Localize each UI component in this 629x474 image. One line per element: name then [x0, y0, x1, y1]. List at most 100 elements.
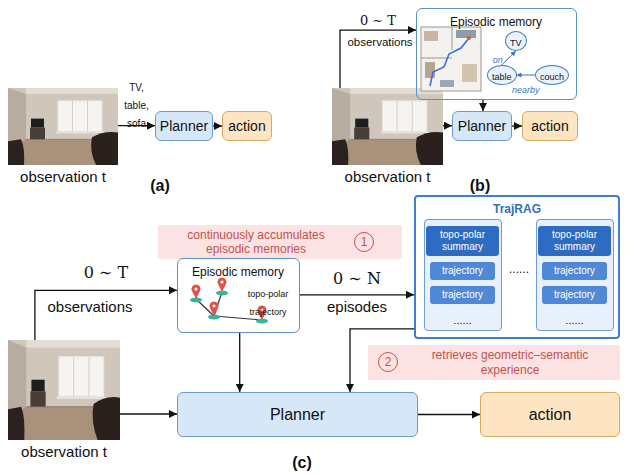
memory-panel: Episodic memory topo-polar trajectory [177, 258, 300, 333]
box-label: topo-polar summary [538, 229, 611, 253]
edge-label-holder: nearby [512, 79, 540, 97]
photo-caption: observation t [8, 443, 120, 461]
edge-label: 0 ∼ T [360, 13, 396, 28]
trajectory-box: trajectory [430, 286, 495, 304]
box-label: action [529, 405, 572, 424]
callout-number: 2 [385, 355, 392, 369]
label-holder: (a) [150, 177, 170, 195]
caption-text: observation t [345, 168, 431, 185]
memory-panel: Episodic memoryTV table couch [416, 8, 577, 100]
episode-column: ...... topo-polar summary trajectory trajec… [424, 219, 502, 331]
connector-arrow [502, 51, 516, 65]
callout-circle: 1 [354, 232, 374, 252]
box-label: trajectory [442, 289, 483, 301]
graph-node-label: couch [540, 72, 564, 82]
edge-label-holder: 0 ∼ T [84, 264, 128, 283]
edge-label: nearby [512, 85, 540, 95]
observation-photo: observation t [8, 340, 120, 440]
graph-node-label: TV [510, 38, 522, 48]
episode-column: ...... topo-polar summary trajectory trajec… [536, 219, 614, 331]
panel-tag: (b) [470, 177, 490, 194]
photo-caption: observation t [8, 168, 118, 186]
box-label: action [228, 118, 265, 135]
graph-node-label: table [492, 72, 512, 82]
planner-box: Planner [155, 111, 213, 141]
connector-arrow [118, 125, 155, 126]
observation-photo: observation t [8, 88, 118, 165]
note-banner: retrieves geometric–semantic experience 2 [368, 345, 620, 380]
box-label: trajectory [554, 265, 595, 277]
connector-arrow [482, 100, 483, 111]
text-holder: ...... [425, 310, 500, 328]
panel-text: retrieves geometric–semantic experience [408, 348, 612, 377]
planner-box: Planner [177, 392, 418, 437]
trajectory-box: trajectory [542, 286, 607, 304]
callout-circle: 2 [378, 352, 398, 372]
text-holder: Episodic memory [178, 262, 298, 280]
box-label: Planner [160, 118, 208, 135]
planner-box: Planner [452, 111, 512, 141]
panel-text: ...... [565, 314, 583, 326]
action-box: action [480, 392, 620, 437]
label-holder: (b) [470, 177, 490, 195]
box-label: Planner [458, 118, 506, 135]
panel-text: TrajRAG [493, 202, 541, 216]
connector-arrow [443, 125, 452, 126]
label-holder: observations [47, 298, 132, 316]
edge-label-holder: 0 ∼ N [333, 269, 381, 288]
trajectory-box: trajectory [542, 262, 607, 280]
box-label: action [531, 118, 568, 135]
text-holder: topo-polar trajectory [238, 283, 298, 319]
panel-text: Episodic memory [450, 15, 542, 29]
graph-node: couch [535, 65, 569, 85]
connector-arrow [517, 75, 536, 76]
trajectory-box: trajectory [430, 262, 495, 280]
text-holder: ...... [537, 310, 612, 328]
note-banner: continuously accumulates episodic memori… [158, 225, 402, 259]
text-holder: TrajRAG [416, 199, 618, 217]
connector-arrow [300, 294, 414, 295]
edge-label-holder: TV, table, sofa [118, 77, 156, 131]
text-holder: retrieves geometric–semantic experience [408, 345, 612, 380]
room-photo [8, 88, 118, 165]
panel-text: ...... [453, 314, 471, 326]
text-holder: Episodic memory [417, 12, 575, 30]
action-box: action [222, 111, 272, 141]
caption-text: observation t [20, 168, 106, 185]
connector-arrow [340, 30, 416, 88]
connector-arrow [213, 125, 222, 126]
panel-tag: (c) [292, 454, 312, 471]
panel-text: topo-polar trajectory [248, 289, 289, 317]
edge-label: TV, table, sofa [124, 82, 148, 129]
label-holder: episodes [327, 298, 387, 316]
callout-number: 1 [361, 235, 368, 249]
summary-box: topo-polar summary [538, 226, 611, 256]
box-label: topo-polar summary [426, 229, 499, 253]
box-label: trajectory [554, 289, 595, 301]
edge-label: 0 ∼ T [84, 264, 128, 283]
label-holder: observations [347, 32, 412, 50]
panel-text: Episodic memory [192, 265, 284, 279]
connector-arrow [512, 125, 522, 126]
action-box: action [522, 111, 578, 141]
room-photo [8, 340, 120, 440]
graph-node: TV [505, 31, 527, 51]
connector-arrow [418, 414, 480, 415]
text-holder: ...... [502, 259, 536, 277]
text-holder: continuously accumulates episodic memori… [166, 225, 346, 259]
summary-box: topo-polar summary [426, 226, 499, 256]
label-holder: (c) [292, 454, 312, 472]
box-label: Planner [270, 405, 325, 424]
caption-text: observation t [21, 443, 107, 460]
box-label: trajectory [442, 265, 483, 277]
flow-label: observations [347, 36, 412, 48]
floor-plan [421, 27, 481, 91]
photo-caption: observation t [332, 168, 443, 186]
panel-text: ...... [509, 262, 529, 276]
graph-node: table [487, 65, 517, 85]
trajrag-panel: TrajRAG............ topo-polar summary tra… [414, 195, 620, 339]
edge-label-holder: 0 ∼ T [360, 11, 396, 29]
connector-arrow [120, 413, 177, 414]
